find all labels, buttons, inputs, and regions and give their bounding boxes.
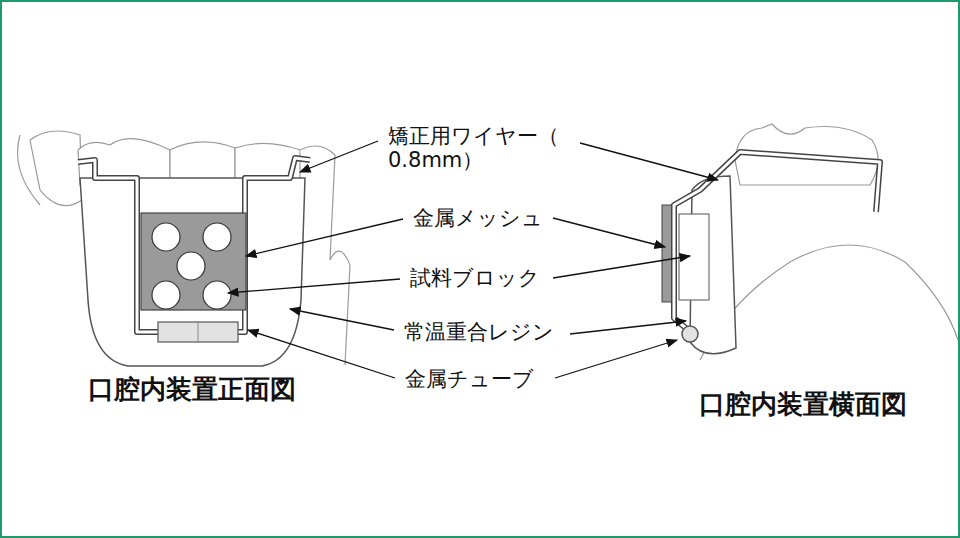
part-label: 金属メッシュ — [413, 206, 583, 230]
part-label: 試料ブロック — [410, 266, 580, 290]
sample-blocks-front — [152, 223, 231, 309]
leader-lines — [228, 141, 718, 378]
part-label: 金属チューブ — [405, 367, 575, 391]
teeth-front — [18, 131, 351, 365]
metal-tube-front — [158, 322, 238, 342]
part-label: 常温重合レジン — [404, 320, 584, 344]
wire-front — [78, 158, 310, 332]
metal-tube-side — [682, 326, 698, 342]
tube-seam — [198, 322, 199, 342]
part-label: 矯正用ワイヤー（ 0.8mm） — [388, 124, 593, 172]
view-caption: 口腔内装置正面図 — [88, 375, 348, 405]
wire-side — [674, 152, 880, 330]
metal-mesh-front — [141, 213, 246, 310]
view-caption: 口腔内装置横面図 — [699, 390, 954, 420]
